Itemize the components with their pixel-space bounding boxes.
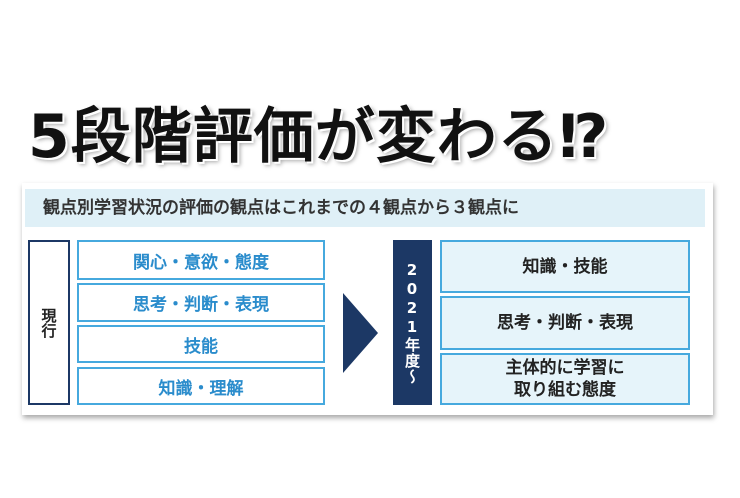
new-item: 知識・技能 xyxy=(440,240,690,293)
current-item: 関心・意欲・態度 xyxy=(77,240,325,280)
current-item: 技能 xyxy=(77,325,325,363)
arrow-right-icon xyxy=(343,293,378,373)
current-item: 知識・理解 xyxy=(77,367,325,405)
new-item: 思考・判断・表現 xyxy=(440,296,690,350)
new-item-line: 取り組む態度 xyxy=(514,380,616,400)
page-title: 5段階評価が変わる⁉ xyxy=(28,102,610,172)
new-item: 主体的に学習に 取り組む態度 xyxy=(440,353,690,405)
new-item-line: 主体的に学習に xyxy=(505,358,625,378)
card-header: 観点別学習状況の評価の観点はこれまでの４観点から３観点に xyxy=(25,189,705,227)
comparison-card: 観点別学習状況の評価の観点はこれまでの４観点から３観点に 現行 関心・意欲・態度… xyxy=(22,183,713,415)
current-item: 思考・判断・表現 xyxy=(77,283,325,322)
year-label: 2021年度〜 xyxy=(393,240,432,405)
current-label: 現行 xyxy=(28,240,70,405)
